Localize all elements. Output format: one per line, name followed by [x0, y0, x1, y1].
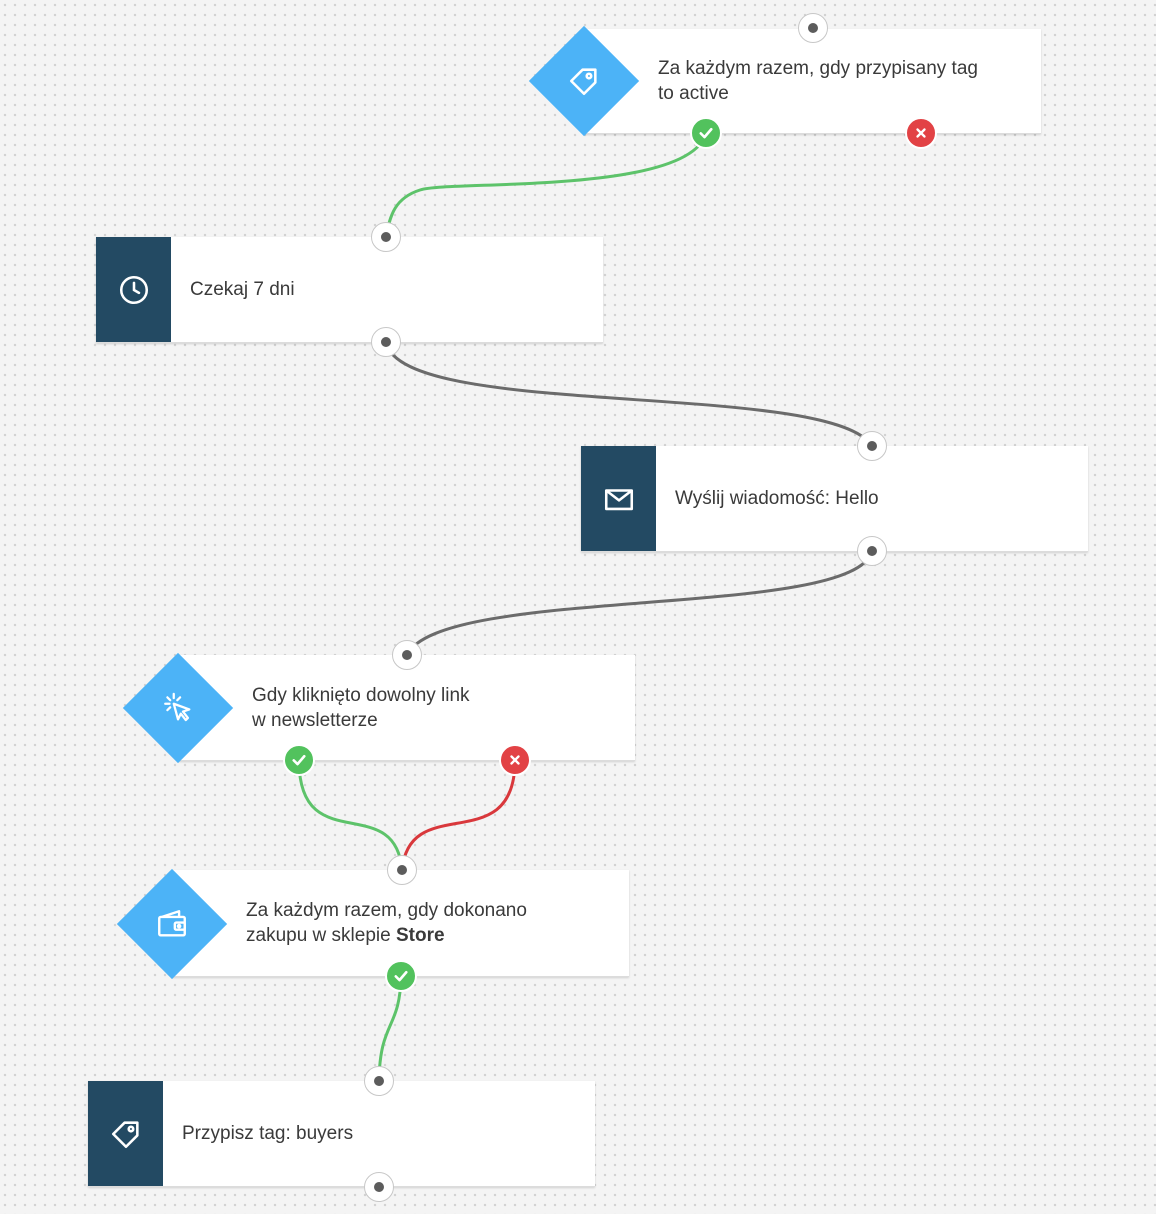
input-port[interactable]	[392, 640, 422, 670]
node-assign-tag[interactable]: Przypisz tag: buyers	[88, 1081, 595, 1187]
clock-icon	[96, 237, 171, 342]
wallet-icon	[133, 885, 211, 963]
node-link-clicked-line2: w newsletterze	[252, 709, 378, 731]
node-purchase-line2: zakupu w sklepie Store	[246, 923, 527, 948]
tag-icon	[88, 1081, 163, 1186]
store-name: Store	[395, 925, 445, 946]
cursor-click-icon	[139, 669, 217, 747]
node-send-message[interactable]: Wyślij wiadomość: Hello	[581, 446, 1088, 552]
yes-output-icon[interactable]	[283, 744, 315, 776]
node-assign-tag-label: Przypisz tag: buyers	[182, 1123, 354, 1144]
connection-wait-to-send[interactable]	[384, 341, 874, 447]
node-wait[interactable]: Czekaj 7 dni	[96, 237, 603, 343]
no-output-icon[interactable]	[499, 744, 531, 776]
envelope-icon	[581, 446, 656, 551]
node-tag-assigned-line1: Za każdym razem, gdy przypisany tag	[658, 58, 978, 79]
tag-icon	[545, 42, 623, 120]
output-port[interactable]	[364, 1172, 394, 1202]
node-send-message-label: Wyślij wiadomość: Hello	[675, 488, 879, 509]
node-purchase[interactable]: Za każdym razem, gdy dokonano zakupu w s…	[172, 870, 629, 977]
input-port[interactable]	[371, 222, 401, 252]
input-port[interactable]	[387, 855, 417, 885]
node-purchase-line2-prefix: zakupu w sklepie	[246, 925, 396, 946]
node-tag-assigned-line2: to active	[658, 83, 729, 104]
output-port[interactable]	[857, 536, 887, 566]
output-port[interactable]	[371, 327, 401, 357]
connection-send-to-click[interactable]	[405, 550, 874, 656]
connection-click-yes-to-purchase[interactable]	[297, 759, 404, 871]
node-wait-label: Czekaj 7 dni	[190, 279, 295, 300]
node-tag-assigned[interactable]: Za każdym razem, gdy przypisany tag to a…	[584, 29, 1041, 134]
connection-click-no-to-purchase[interactable]	[400, 759, 517, 871]
no-output-icon[interactable]	[905, 117, 937, 149]
node-link-clicked-line1: Gdy kliknięto dowolny link	[252, 684, 470, 706]
input-port[interactable]	[364, 1066, 394, 1096]
input-port[interactable]	[857, 431, 887, 461]
connection-yes-to-wait[interactable]	[384, 132, 708, 238]
node-purchase-line1: Za każdym razem, gdy dokonano	[246, 900, 527, 921]
yes-output-icon[interactable]	[690, 117, 722, 149]
node-link-clicked[interactable]: Gdy kliknięto dowolny link w newsletterz…	[178, 655, 635, 761]
yes-output-icon[interactable]	[385, 960, 417, 992]
input-port[interactable]	[798, 13, 828, 43]
